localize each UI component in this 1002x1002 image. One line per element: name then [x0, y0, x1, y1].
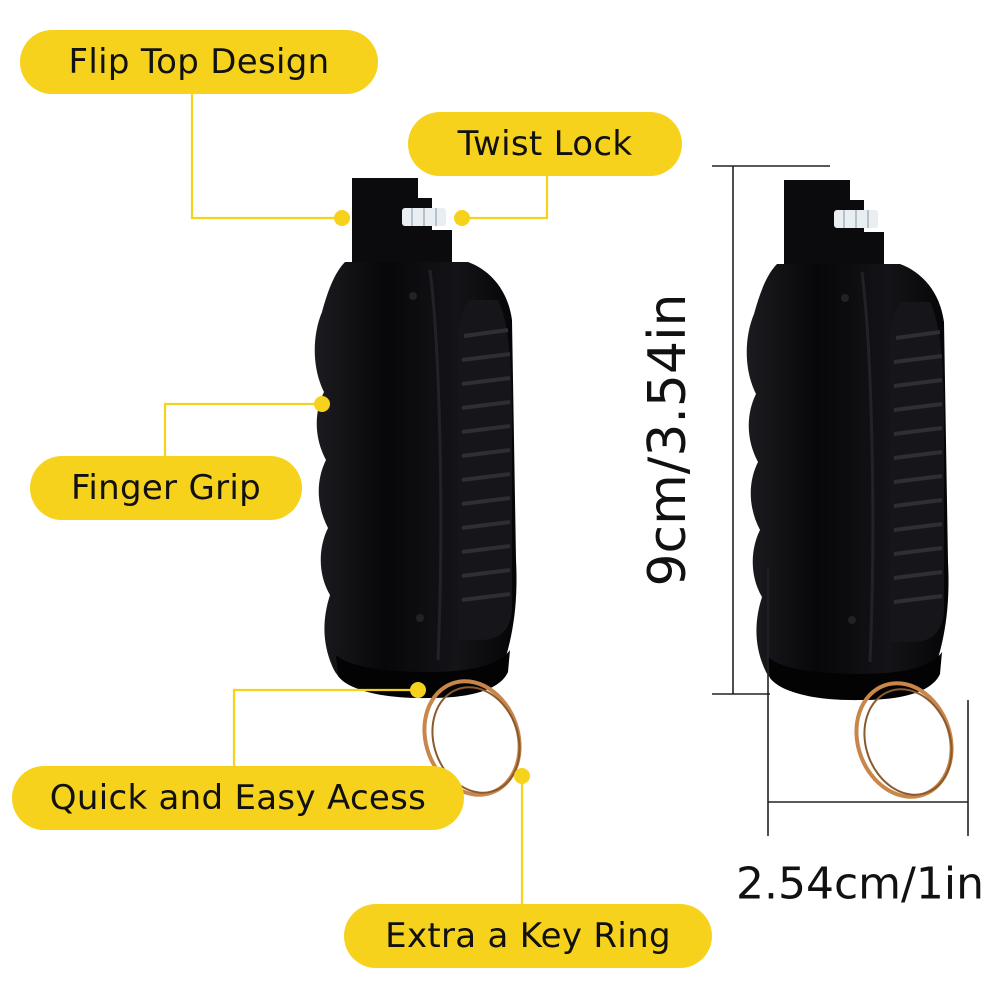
- leader-lines: [163, 92, 549, 906]
- callout-flip-top: Flip Top Design: [20, 30, 378, 94]
- device-left-illustration: [312, 176, 538, 811]
- dot-quick-access: [410, 682, 426, 698]
- dot-twist-lock: [454, 210, 470, 226]
- callout-key-ring: Extra a Key Ring: [344, 904, 712, 968]
- leader-quick-access: [232, 688, 418, 768]
- leader-dots: [314, 210, 530, 784]
- callout-finger-grip: Finger Grip: [30, 456, 302, 520]
- device-right-illustration: [744, 178, 970, 813]
- dot-flip-top: [334, 210, 350, 226]
- callout-twist-lock: Twist Lock: [408, 112, 682, 176]
- leader-finger-grip: [163, 402, 322, 458]
- dot-key-ring: [514, 768, 530, 784]
- height-dimension-label: 9cm/3.54in: [638, 293, 698, 587]
- leader-flip-top: [190, 92, 342, 220]
- dimension-lines: [712, 165, 969, 836]
- callout-quick-access: Quick and Easy Acess: [12, 766, 464, 830]
- width-dimension-label: 2.54cm/1in: [736, 858, 984, 910]
- leader-twist-lock: [462, 172, 549, 220]
- dot-finger-grip: [314, 396, 330, 412]
